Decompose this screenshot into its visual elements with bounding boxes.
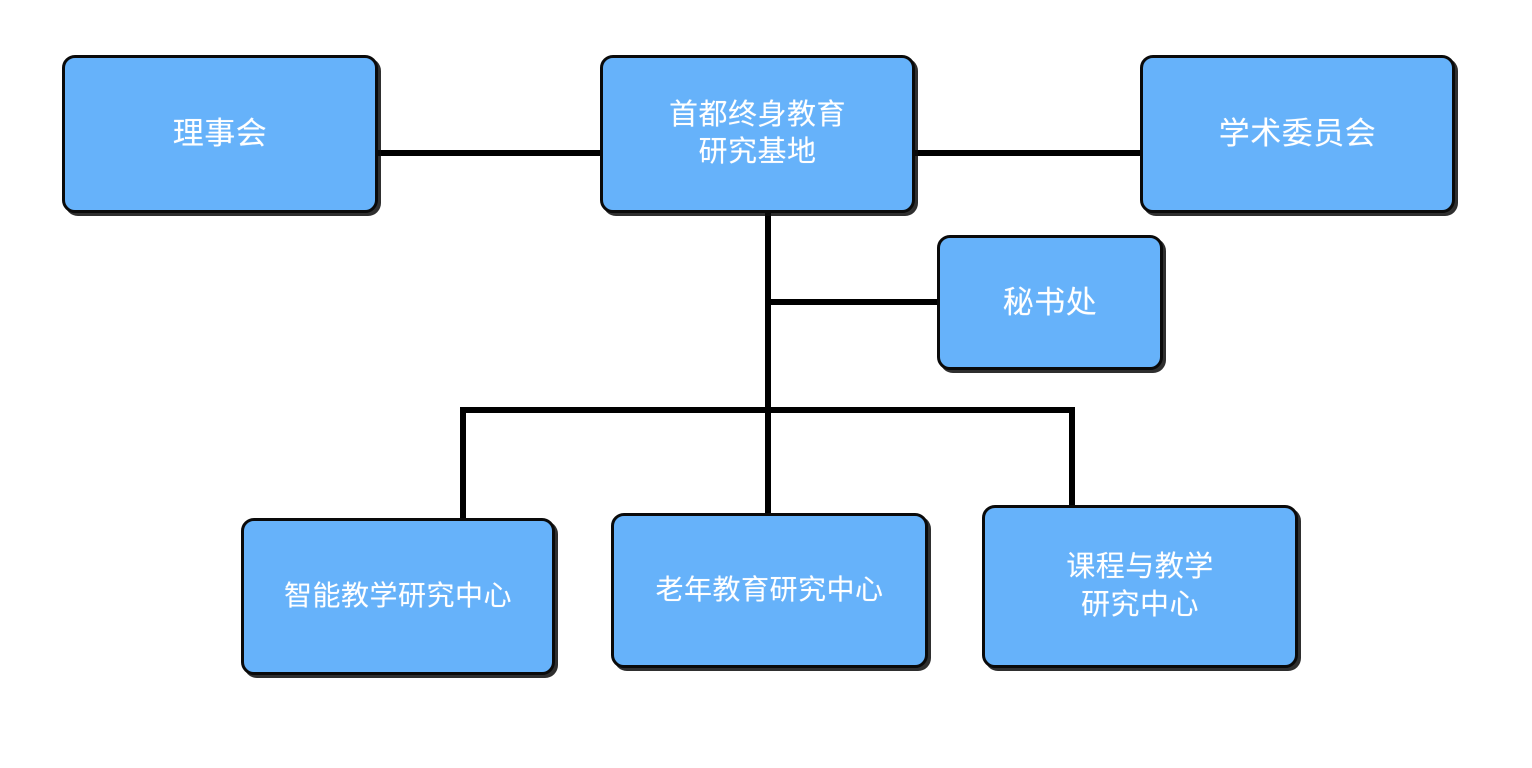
connector-board-to-center [377,150,602,156]
node-intelligent-teaching-center-label: 智能教学研究中心 [283,580,512,612]
connector-center-to-academic [913,150,1142,156]
node-academic-committee-label: 学术委员会 [1218,116,1377,152]
connector-drop-to-curriculum-center [1069,407,1075,509]
node-board[interactable]: 理事会 [62,55,378,213]
node-curriculum-teaching-center-label: 课程与教学 研究中心 [1066,551,1214,621]
connector-drop-to-ai-center [460,407,466,522]
connector-center-to-secretariat [765,299,940,305]
connector-center-trunk [765,210,771,413]
node-center-base-label: 首都终身教育 研究基地 [668,98,846,168]
node-elderly-education-center-label: 老年教育研究中心 [655,574,884,606]
node-intelligent-teaching-center[interactable]: 智能教学研究中心 [241,518,555,675]
node-secretariat-label: 秘书处 [1002,284,1098,320]
node-curriculum-teaching-center[interactable]: 课程与教学 研究中心 [982,505,1298,668]
node-board-label: 理事会 [172,116,268,152]
node-center-base[interactable]: 首都终身教育 研究基地 [600,55,915,213]
node-elderly-education-center[interactable]: 老年教育研究中心 [611,513,928,668]
connector-drop-to-elderly-center [765,407,771,517]
node-academic-committee[interactable]: 学术委员会 [1140,55,1455,213]
node-secretariat[interactable]: 秘书处 [937,235,1163,370]
